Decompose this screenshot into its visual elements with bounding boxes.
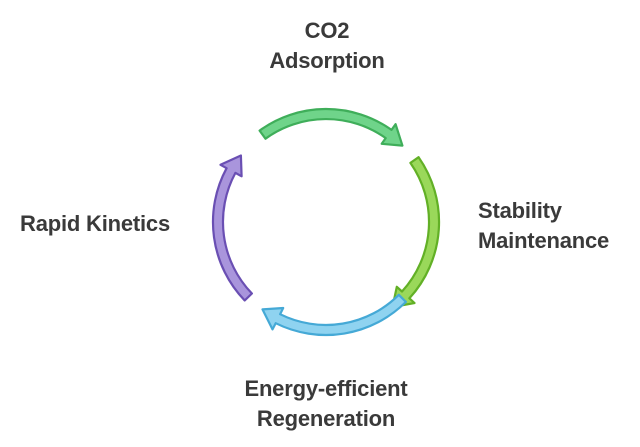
- stage-label-co2-adsorption: CO2 Adsorption: [269, 16, 385, 76]
- arrow-co2-adsorption: [258, 107, 404, 147]
- stage-label-line: Maintenance: [478, 228, 610, 253]
- stage-label-line: Rapid Kinetics: [20, 211, 171, 236]
- stage-label-energy-efficient-regeneration: Energy-efficient Regeneration: [244, 374, 407, 434]
- stage-label-stability-maintenance: Stability Maintenance: [478, 196, 609, 256]
- stage-label-line: Adsorption: [269, 48, 385, 73]
- arrow-energy-efficient-regeneration: [261, 293, 407, 337]
- stage-label-line: CO2: [304, 18, 350, 43]
- stage-label-rapid-kinetics: Rapid Kinetics: [20, 209, 170, 239]
- stage-label-line: Energy-efficient: [244, 376, 408, 401]
- stage-label-line: Stability: [478, 198, 562, 223]
- stage-label-line: Regeneration: [256, 406, 396, 431]
- arrow-stability-maintenance: [391, 156, 441, 309]
- arrow-rapid-kinetics: [211, 154, 253, 302]
